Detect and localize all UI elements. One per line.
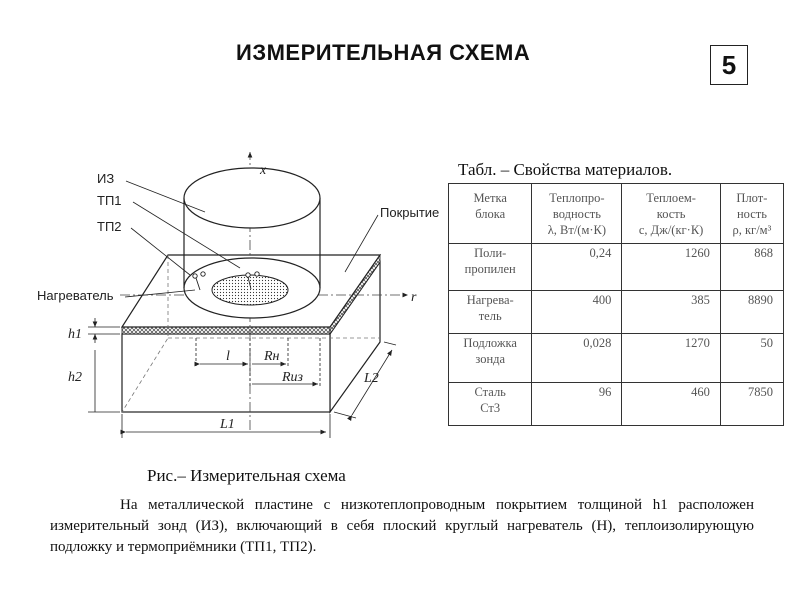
- cell-heat-capacity: 385: [621, 290, 721, 334]
- description-paragraph: На металлической пластине с низкотеплопр…: [50, 495, 754, 558]
- slide-number-badge: 5: [710, 45, 748, 85]
- table-header-row: Метка блока Теплопро- водность λ, Вт/(м·…: [447, 183, 785, 244]
- row-label: Нагрева- тель: [447, 290, 533, 334]
- coating-layer: [121, 326, 331, 335]
- label-riz: Rиз: [281, 370, 304, 385]
- page-title: ИЗМЕРИТЕЛЬНАЯ СХЕМА: [236, 40, 531, 65]
- label-h1: h1: [68, 327, 82, 342]
- label-rn: Rн: [263, 349, 280, 364]
- table-row: Подложка зонда 0,028 1270 50: [447, 333, 785, 383]
- cell-density: 868: [719, 243, 785, 291]
- cell-density: 8890: [719, 290, 785, 334]
- label-x-axis: x: [259, 163, 267, 178]
- probe-top-ellipse: [183, 167, 321, 229]
- header-heat-capacity: Теплоем- кость с, Дж/(кг·К): [621, 183, 721, 244]
- cell-conductivity: 0,028: [531, 333, 623, 383]
- table-row: Нагрева- тель 400 385 8890: [447, 290, 785, 334]
- cell-density: 50: [719, 333, 785, 383]
- row-label: Подложка зонда: [447, 333, 533, 383]
- table-row: Сталь Ст3 96 460 7850: [447, 382, 785, 426]
- table-caption: Табл. – Свойства материалов.: [458, 160, 673, 179]
- cell-heat-capacity: 1270: [621, 333, 721, 383]
- cell-conductivity: 0,24: [531, 243, 623, 291]
- row-label: Сталь Ст3: [447, 382, 533, 426]
- label-h2: h2: [68, 370, 82, 385]
- label-heater: Нагреватель: [37, 288, 114, 303]
- header-density: Плот- ность ρ, кг/м³: [719, 183, 785, 244]
- figure-caption: Рис.– Измерительная схема: [147, 466, 346, 485]
- cell-density: 7850: [719, 382, 785, 426]
- label-tp2: ТП2: [97, 219, 122, 234]
- label-l1: L1: [219, 417, 235, 432]
- row-label: Поли- пропилен: [447, 243, 533, 291]
- label-coating: Покрытие: [380, 205, 439, 220]
- label-tp1: ТП1: [97, 193, 122, 208]
- table-row: Поли- пропилен 0,24 1260 868: [447, 243, 785, 291]
- label-l: l: [226, 349, 230, 364]
- thermocouple-markers: [192, 271, 260, 291]
- header-conductivity: Теплопро- водность λ, Вт/(м·К): [531, 183, 623, 244]
- label-probe: ИЗ: [97, 171, 114, 186]
- header-label: Метка блока: [447, 183, 533, 244]
- label-l2: L2: [363, 371, 379, 386]
- materials-properties-table: Метка блока Теплопро- водность λ, Вт/(м·…: [447, 183, 785, 426]
- label-r-axis: r: [411, 290, 417, 305]
- cell-heat-capacity: 460: [621, 382, 721, 426]
- cell-conductivity: 96: [531, 382, 623, 426]
- heater-disk: [211, 274, 289, 306]
- plate-front-face: [121, 333, 331, 413]
- cell-heat-capacity: 1260: [621, 243, 721, 291]
- cell-conductivity: 400: [531, 290, 623, 334]
- paragraph-text: На металлической пластине с низкотеплопр…: [50, 497, 754, 555]
